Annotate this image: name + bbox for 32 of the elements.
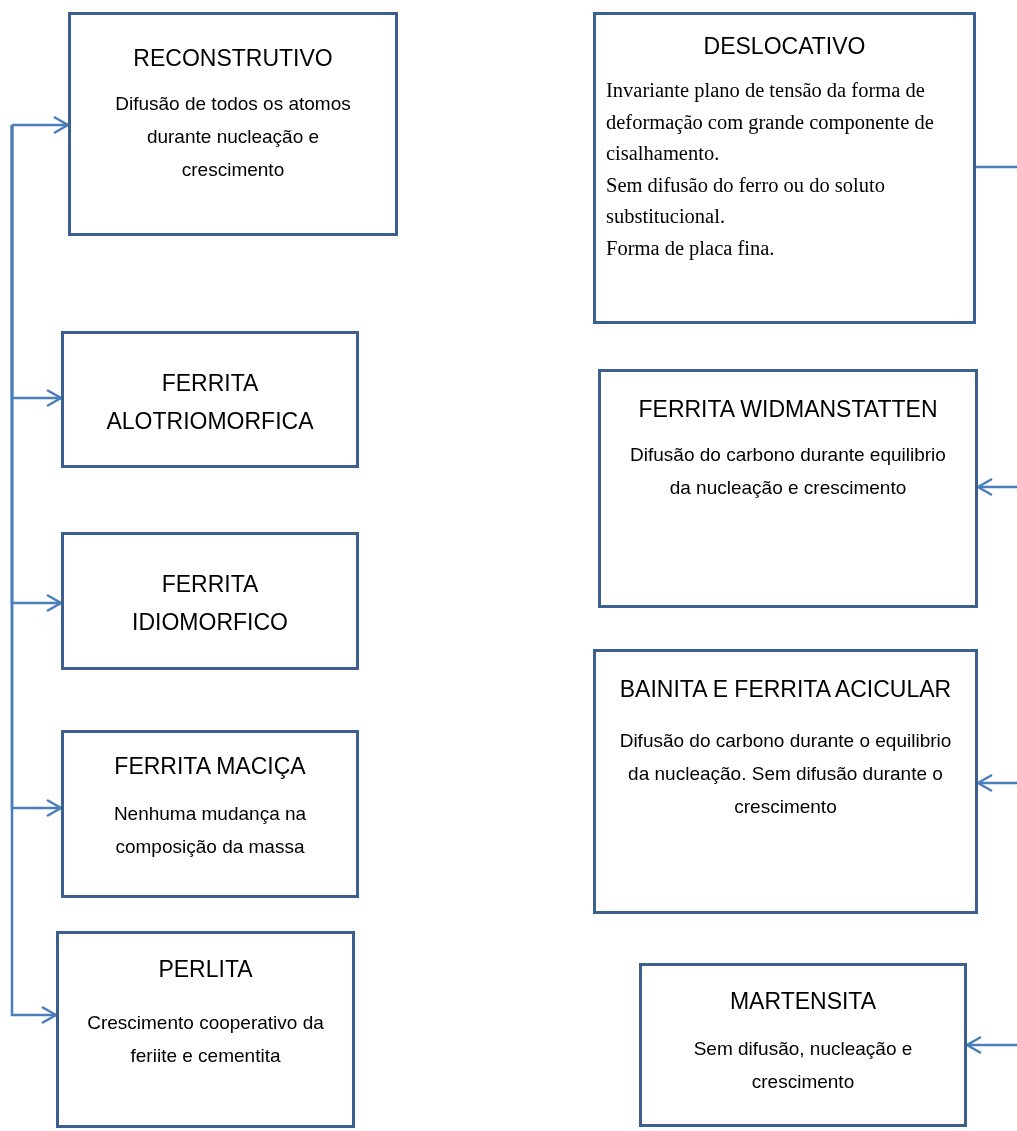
arrow <box>965 1035 1017 1055</box>
description-text: Forma de placa fina. <box>606 235 776 262</box>
process-box <box>598 369 978 608</box>
box-title: MARTENSITA <box>729 987 877 1016</box>
description-text: Sem difusão, nucleação e crescimento <box>692 1037 914 1094</box>
description-text: Difusão de todos os atomos durante nucleação e crescimento <box>114 92 352 182</box>
arrow <box>10 125 58 1025</box>
box-title: RECONSTRUTIVO <box>133 44 333 73</box>
arrow <box>976 477 1017 497</box>
process-box <box>61 730 359 898</box>
description-text: Invariante plano de tensão da forma de deformação com grande componente de cisalhamento. <box>606 78 935 166</box>
description-text: Crescimento cooperativo da feriite e cementita <box>86 1011 325 1068</box>
box-title: FERRITA MACIÇA <box>114 752 306 781</box>
box-title: FERRITA ALOTRIOMORFICA <box>105 369 315 436</box>
box-title: BAINITA E FERRITA ACICULAR <box>619 675 952 704</box>
box-title: FERRITA WIDMANSTATTEN <box>638 395 938 424</box>
description-text: Difusão do carbono durante o equilibrio da nucleação. Sem difusão durante o crescimento <box>618 729 953 819</box>
box-title: PERLITA <box>158 955 253 984</box>
process-box <box>68 12 398 236</box>
box-title: DESLOCATIVO <box>703 32 866 61</box>
process-box <box>593 12 976 324</box>
process-box <box>56 931 355 1128</box>
box-title: FERRITA IDIOMORFICO <box>131 570 289 637</box>
description-text: Difusão do carbono durante equilibrio da nucleação e crescimento <box>629 443 947 500</box>
process-box <box>61 331 359 468</box>
description-text: Sem difusão do ferro ou do soluto substitucional. <box>606 172 886 229</box>
description-text: Nenhuma mudança na composição da massa <box>112 802 308 859</box>
process-box <box>639 963 967 1127</box>
process-box <box>593 649 978 914</box>
arrow <box>12 115 70 135</box>
process-box <box>61 532 359 670</box>
arrow <box>976 773 1017 793</box>
